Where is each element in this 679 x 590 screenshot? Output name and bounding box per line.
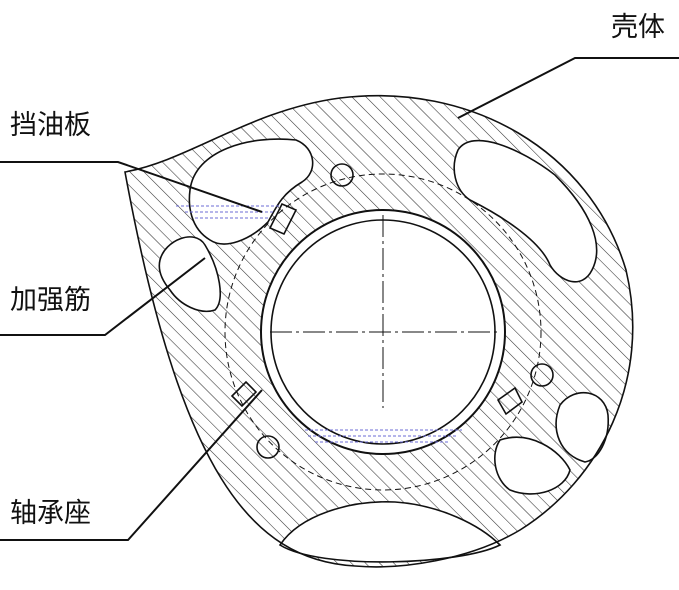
bolt-hole-right: [530, 363, 554, 387]
cavity-bottom: [278, 501, 502, 563]
leader-lines: [0, 57, 679, 541]
leader-oil-baffle: [0, 161, 263, 213]
oil-baffle-slot: [268, 202, 298, 236]
cavity-upper-right: [453, 139, 598, 283]
cavity-right: [555, 391, 609, 463]
oil-level-group: [176, 205, 462, 443]
bolt-hole-bottom-left: [256, 435, 280, 459]
drain-slot-lower-left: [230, 380, 258, 408]
outline-group: [124, 94, 634, 568]
centerline-group: [270, 215, 500, 408]
leader-housing: [457, 57, 679, 119]
cavity-left: [158, 236, 221, 312]
cavity-bottom-right: [494, 436, 571, 495]
label-bearing-seat: 轴承座: [10, 498, 91, 529]
bolt-hole-top: [330, 163, 354, 187]
label-reinforcing-rib: 加强筋: [10, 285, 91, 316]
bearing-seat-dashed-circle: [224, 173, 542, 491]
label-oil-baffle: 挡油板: [10, 110, 91, 141]
leader-reinforcing-rib: [0, 257, 206, 336]
leader-bearing-seat: [0, 389, 263, 541]
label-housing: 壳体: [611, 12, 665, 43]
bore-outer-circle: [260, 209, 506, 455]
drain-slot-lower-right: [496, 386, 524, 416]
cavity-upper-left: [188, 138, 314, 245]
housing-outline: [124, 94, 634, 568]
